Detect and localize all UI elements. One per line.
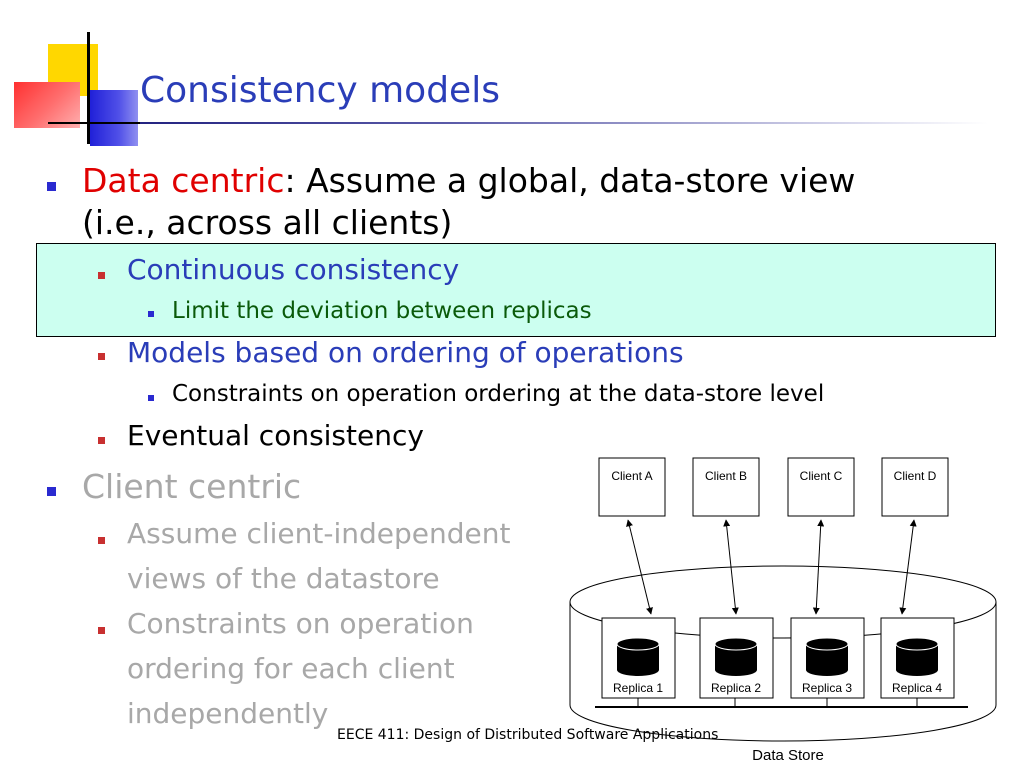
- bullet-square-icon: [98, 272, 105, 279]
- client-sub1-line2: views of the datastore: [127, 562, 440, 595]
- client-centric-bullet: Client centric: [82, 467, 302, 506]
- bullet-square-icon: [47, 487, 56, 496]
- replica-box-4: Replica 4: [880, 617, 955, 699]
- data-store-diagram: Client A Client B Client C Client D Repl…: [569, 457, 997, 764]
- client-box-b: Client B: [692, 457, 760, 517]
- client-sub2-line2: ordering for each client: [127, 652, 455, 685]
- title-underline: [88, 122, 988, 124]
- replica-box-1: Replica 1: [601, 617, 676, 699]
- logo-blue-square: [90, 90, 138, 146]
- database-icon: [805, 637, 849, 676]
- footer-course: EECE 411: Design of Distributed Software…: [337, 727, 719, 743]
- client-label: Client D: [894, 469, 937, 483]
- replica-label: Replica 4: [892, 681, 942, 695]
- continuous-highlight-box: [36, 243, 996, 337]
- client-box-a: Client A: [598, 457, 666, 517]
- bullet-square-icon: [98, 437, 105, 444]
- client-label: Client B: [705, 469, 747, 483]
- client-label: Client C: [800, 469, 843, 483]
- replica-label: Replica 3: [802, 681, 852, 695]
- client-box-d: Client D: [881, 457, 949, 517]
- replica-box-3: Replica 3: [790, 617, 865, 699]
- client-box-c: Client C: [787, 457, 855, 517]
- client-sub2-line1: Constraints on operation: [127, 607, 474, 640]
- bullet-square-icon: [148, 395, 154, 401]
- continuous-sub-item: Limit the deviation between replicas: [172, 298, 592, 324]
- logo-red-square: [14, 82, 80, 128]
- database-icon: [714, 637, 758, 676]
- data-centric-text-line2: (i.e., across all clients): [82, 203, 453, 242]
- client-label: Client A: [611, 469, 652, 483]
- replica-label: Replica 2: [711, 681, 761, 695]
- arrow-c: [812, 519, 825, 615]
- database-icon: [895, 637, 939, 676]
- client-sub2-line3: independently: [127, 697, 329, 730]
- replica-box-2: Replica 2: [699, 617, 774, 699]
- logo-vertical-line: [87, 32, 90, 144]
- data-centric-text-line1: : Assume a global, data-store view: [284, 161, 856, 200]
- client-sub1-line1: Assume client-independent: [127, 517, 511, 550]
- continuous-consistency-item: Continuous consistency: [127, 253, 460, 286]
- slide-title: Consistency models: [140, 70, 500, 111]
- arrow-a: [626, 519, 653, 615]
- bullet-square-icon: [47, 182, 56, 191]
- bullet-square-icon: [98, 353, 105, 360]
- bullet-square-icon: [98, 537, 105, 544]
- bullet-square-icon: [98, 627, 105, 634]
- ordering-models-item: Models based on ordering of operations: [127, 336, 684, 369]
- replica-label: Replica 1: [613, 681, 663, 695]
- eventual-consistency-item: Eventual consistency: [127, 419, 424, 452]
- data-centric-label: Data centric: [82, 161, 285, 200]
- arrow-d: [899, 519, 917, 615]
- ordering-sub-item: Constraints on operation ordering at the…: [172, 381, 825, 407]
- database-icon: [616, 637, 660, 676]
- data-store-label: Data Store: [752, 747, 824, 764]
- logo-horizontal-line: [48, 122, 140, 124]
- bullet-square-icon: [148, 311, 154, 317]
- data-centric-bullet: Data centric: Assume a global, data-stor…: [82, 161, 855, 200]
- arrow-b: [723, 519, 739, 615]
